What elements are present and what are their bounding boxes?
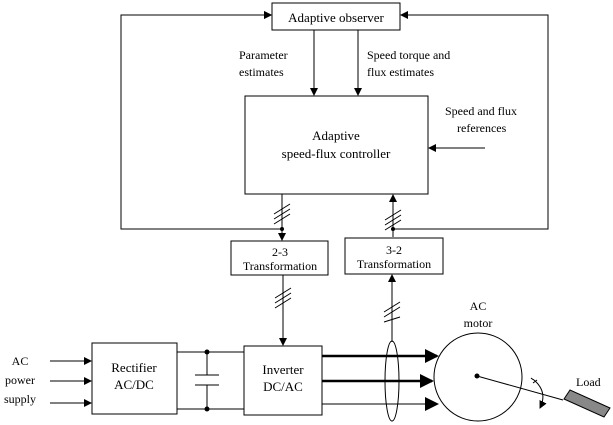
observer-to-controller-arrows [310, 30, 362, 96]
inverter-label-1: Inverter [262, 362, 304, 377]
dc-link [177, 349, 244, 412]
inverter-label-2: DC/AC [263, 379, 303, 394]
adaptive-observer-block: Adaptive observer [271, 2, 401, 31]
motor-label-2: motor [464, 316, 493, 330]
transform-23-block: 2-3 Transformation [230, 240, 329, 276]
rectifier-block: Rectifier AC/DC [91, 342, 178, 415]
controller-label-1: Adaptive [312, 128, 360, 143]
ac-supply-label-2: power [5, 373, 35, 387]
param-label-2: estimates [239, 65, 284, 79]
refs-label-2: references [457, 121, 507, 135]
motor-label-1: AC [470, 299, 487, 313]
t23-label-2: Transformation [243, 259, 317, 273]
speed-est-label-2: flux estimates [367, 65, 434, 79]
load-label: Load [576, 375, 601, 389]
load-block [563, 389, 611, 418]
param-label-1: Parameter [239, 48, 288, 62]
t32-label-1: 3-2 [386, 243, 402, 257]
t32-label-2: Transformation [357, 257, 431, 271]
controller-block: Adaptive speed-flux controller [244, 95, 429, 195]
ac-supply-label-1: AC [12, 354, 29, 368]
inverter-to-motor-lines [322, 340, 439, 422]
speed-est-label-1: Speed torque and [367, 48, 450, 62]
t32-to-controller-bus [384, 194, 402, 237]
observer-label: Adaptive observer [288, 10, 384, 25]
sense-to-t32-bus [383, 274, 401, 342]
ac-motor [433, 332, 564, 422]
ac-supply-arrows [50, 357, 92, 407]
ac-supply-label-3: supply [4, 392, 36, 406]
inverter-block: Inverter DC/AC [243, 345, 323, 416]
refs-label-1: Speed and flux [445, 104, 517, 118]
rectifier-label-2: AC/DC [114, 377, 154, 392]
t23-label-1: 2-3 [272, 245, 288, 259]
controller-label-2: speed-flux controller [282, 146, 391, 161]
rectifier-label-1: Rectifier [111, 360, 157, 375]
controller-to-t23-bus [273, 194, 291, 241]
transform-32-block: 3-2 Transformation [344, 237, 444, 275]
t23-to-inverter-bus [274, 275, 292, 346]
